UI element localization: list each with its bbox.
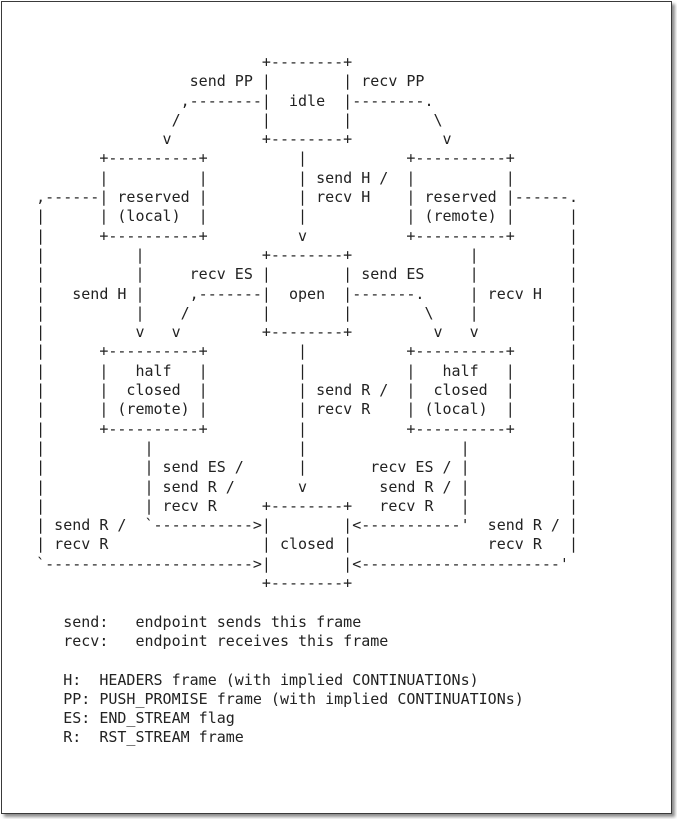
diagram-line: | | | send H / | | [0,168,515,187]
stream-state-diagram: +--------+ send PP | | recv PP ,--------… [0,53,578,748]
diagram-line: ES: END_STREAM flag [0,709,235,728]
diagram-line: | recv R | closed | recv R | [0,535,578,554]
diagram-line: | | recv R +--------+ recv R | | [0,496,578,515]
diagram-line: | send H | ,-------| open |-------. | re… [0,284,578,303]
diagram-line [0,593,578,612]
diagram-line [0,651,578,670]
diagram-line: | | send ES / | recv ES / | | [0,458,578,477]
diagram-line: +----------+ | +----------+ [0,149,515,168]
diagram-line: send: endpoint sends this frame [0,612,362,631]
diagram-line: recv: endpoint receives this frame [0,631,389,650]
diagram-line: | +----------+ | +----------+ | [0,419,578,438]
diagram-line: | | recv ES | | send ES | | [0,265,578,284]
diagram-line: | | send R / v send R / | | [0,477,578,496]
diagram-line: | | (local) | | | (remote) | | [0,207,578,226]
diagram-line: send PP | | recv PP [0,72,425,91]
diagram-line: | | (remote) | | recv R | (local) | | [0,400,578,419]
diagram-line: | | half | | | half | | [0,361,578,380]
diagram-line: | | closed | | send R / | closed | | [0,381,578,400]
diagram-line: | | +--------+ | | [0,245,578,264]
diagram-line: PP: PUSH_PROMISE frame (with implied CON… [0,689,524,708]
diagram-line: ,--------| idle |--------. [0,91,434,110]
diagram-line: / | | \ [0,110,443,129]
diagram-line: | | | | | [0,438,578,457]
diagram-line: | | / | | \ | | [0,303,578,322]
diagram-line: R: RST_STREAM frame [0,728,244,747]
diagram-line: H: HEADERS frame (with implied CONTINUAT… [0,670,479,689]
diagram-line: +--------+ [0,53,353,71]
diagram-line: `----------------------->| |<-----------… [0,554,569,573]
diagram-line: | v v +--------+ v v | [0,323,578,342]
diagram-line: v +--------+ v [0,130,452,149]
diagram-line: +--------+ [0,574,353,593]
diagram-line: ,------| reserved | | recv H | reserved … [0,188,578,207]
diagram-line: | send R / `----------->| |<-----------'… [0,516,578,535]
diagram-line: | +----------+ | +----------+ | [0,342,578,361]
diagram-line: | +----------+ v +----------+ | [0,226,578,245]
